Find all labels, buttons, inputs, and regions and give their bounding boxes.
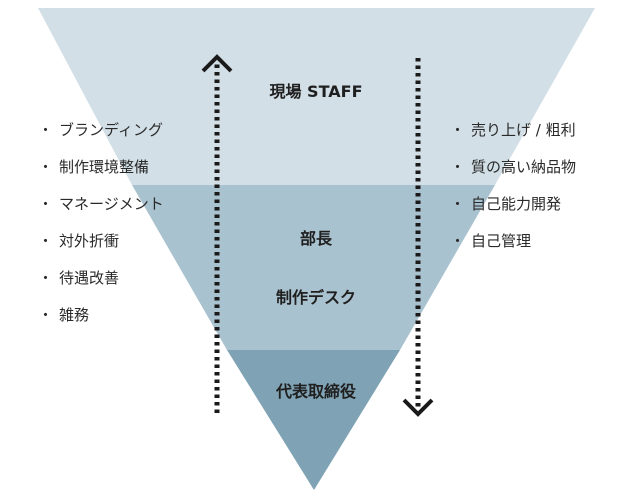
up-arrow xyxy=(201,54,233,413)
list-item: ・待遇改善 xyxy=(38,260,164,297)
bullet: ・ xyxy=(38,195,54,213)
list-item: ・対外折衝 xyxy=(38,223,164,260)
bullet: ・ xyxy=(38,121,54,139)
list-item-label: 自己管理 xyxy=(471,232,532,250)
tier-label-bucho: 部長 xyxy=(300,229,333,248)
tier-label-staff: 現場 STAFF xyxy=(269,82,362,101)
tier-middle xyxy=(132,185,495,350)
down-arrow xyxy=(402,58,434,417)
tier-ceo xyxy=(227,350,400,490)
tier-label-ceo: 代表取締役 xyxy=(275,382,357,401)
list-item: ・雑務 xyxy=(38,297,164,334)
bullet: ・ xyxy=(450,121,466,139)
bullet: ・ xyxy=(38,306,54,324)
list-item: ・自己能力開発 xyxy=(450,186,576,223)
list-item: ・質の高い納品物 xyxy=(450,149,576,186)
bullet: ・ xyxy=(450,232,466,250)
list-item-label: 待遇改善 xyxy=(59,269,120,287)
list-item-label: 雑務 xyxy=(59,306,90,324)
bullet: ・ xyxy=(450,158,466,176)
list-item-label: 自己能力開発 xyxy=(471,195,562,213)
list-item-label: 対外折衝 xyxy=(59,232,120,250)
tier-label-seisaku-desk: 制作デスク xyxy=(276,288,356,307)
list-item: ・制作環境整備 xyxy=(38,149,164,186)
list-item: ・売り上げ / 粗利 xyxy=(450,112,576,149)
left-list: ・ブランディング ・制作環境整備 ・マネージメント ・対外折衝 ・待遇改善 ・雑… xyxy=(38,112,164,334)
right-list: ・売り上げ / 粗利 ・質の高い納品物 ・自己能力開発 ・自己管理 xyxy=(450,112,576,260)
list-item-label: 制作環境整備 xyxy=(59,158,150,176)
bullet: ・ xyxy=(38,158,54,176)
down-arrowhead xyxy=(402,398,434,417)
list-item-label: 売り上げ / 粗利 xyxy=(471,121,576,139)
up-arrowhead xyxy=(201,54,233,73)
list-item: ・ブランディング xyxy=(38,112,164,149)
bullet: ・ xyxy=(38,269,54,287)
list-item-label: マネージメント xyxy=(59,195,164,213)
bullet: ・ xyxy=(38,232,54,250)
list-item-label: ブランディング xyxy=(59,121,163,139)
tier-staff xyxy=(38,8,595,185)
bullet: ・ xyxy=(450,195,466,213)
list-item-label: 質の高い納品物 xyxy=(471,158,577,176)
list-item: ・マネージメント xyxy=(38,186,164,223)
list-item: ・自己管理 xyxy=(450,223,576,260)
